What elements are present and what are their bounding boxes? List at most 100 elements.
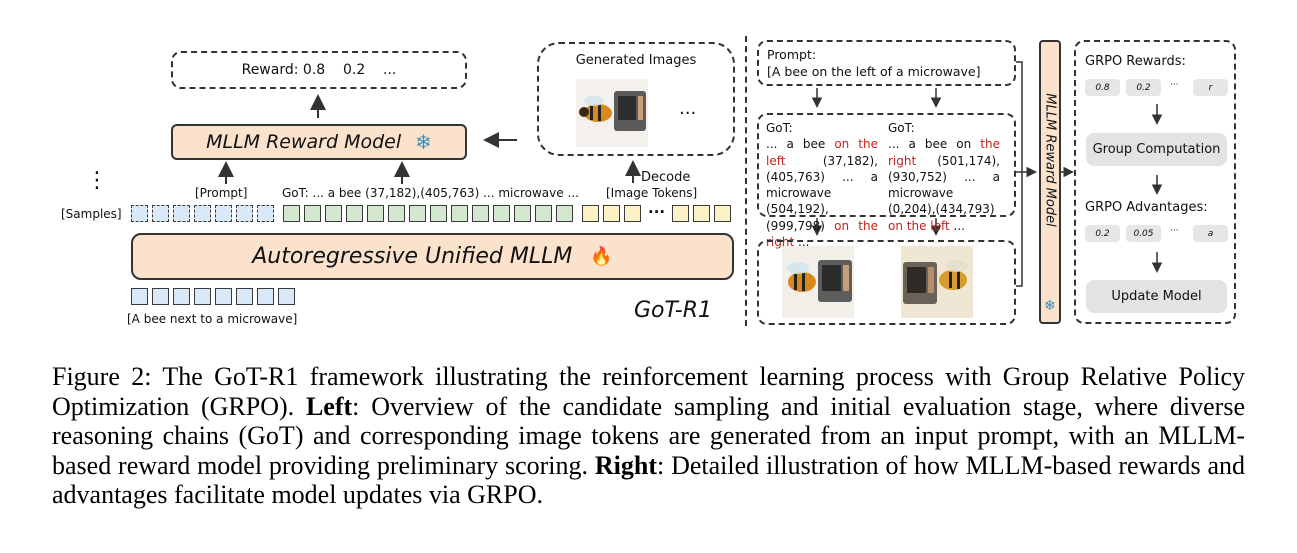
got-token: [451, 205, 468, 222]
got-text: (501,174),(930,752) ... a microwave (0,2…: [888, 153, 1000, 217]
got-text: ...: [949, 218, 965, 233]
brand-label: GoT-R1: [634, 298, 713, 323]
reward-chip: 0.8: [1085, 79, 1120, 96]
figure-caption: Figure 2: The GoT-R1 framework illustrat…: [52, 362, 1245, 510]
got-highlight: on the right: [766, 218, 878, 250]
got-title: GoT:: [888, 121, 915, 135]
grpo-advantages-title: GRPO Advantages:: [1085, 200, 1208, 215]
got-token: [493, 205, 510, 222]
reward-box: Reward: 0.8 0.2 ...: [171, 51, 467, 89]
prompt-label: Prompt:: [767, 47, 817, 62]
input-token: [131, 288, 148, 305]
prompt-token: [236, 205, 253, 222]
got-highlight: the right: [888, 137, 1000, 168]
autoregressive-mllm: Autoregressive Unified MLLM 🔥: [131, 233, 734, 280]
reward-model-vertical-label: MLLM Reward Model: [1042, 93, 1058, 227]
advantage-ellipsis: ···: [1170, 226, 1179, 236]
panel-divider: [745, 36, 747, 326]
got-token: [535, 205, 552, 222]
prompt-token: [194, 205, 211, 222]
got-token: [472, 205, 489, 222]
reward-ellipsis: ···: [1170, 80, 1179, 90]
input-token: [215, 288, 232, 305]
image-token: [714, 205, 731, 222]
got-token: [409, 205, 426, 222]
got-token: [388, 205, 405, 222]
got-token: [556, 205, 573, 222]
input-token: [257, 288, 274, 305]
mllm-reward-model-vertical: MLLM Reward Model ❄: [1039, 40, 1061, 324]
got-highlight: on the left: [888, 218, 950, 233]
prompt-token: [257, 205, 274, 222]
got-text: ... a bee on: [888, 137, 981, 152]
got-token: [304, 205, 321, 222]
bee-right-microwave-image: [901, 246, 973, 318]
caption-right-text: : Detailed illustration of how MLLM-base…: [52, 450, 1245, 510]
fire-icon: 🔥: [590, 246, 613, 267]
got-chain-2: GoT: ... a bee on the right (501,174),(9…: [888, 120, 1000, 234]
caption-right-bold: Right: [594, 450, 657, 480]
reward-chip: r: [1193, 79, 1228, 96]
prompt-token: [215, 205, 232, 222]
caption-left-bold: Left: [305, 391, 353, 421]
input-prompt-label: [A bee next to a microwave]: [127, 312, 298, 326]
token-dots: ···: [648, 203, 666, 221]
vertical-dots: ⋮: [86, 168, 108, 193]
samples-label: [Samples]: [61, 207, 122, 221]
got-chain-1: GoT: ... a bee on the left (37,182),(405…: [766, 120, 878, 250]
got-text: ... a bee: [766, 137, 835, 152]
got-token: [430, 205, 447, 222]
mllm-reward-model: MLLM Reward Model ❄: [171, 124, 467, 160]
image-token: [624, 205, 641, 222]
prompt-box: Prompt: [A bee on the left of a microwav…: [757, 40, 1016, 86]
generated-images-box: Generated Images ...: [537, 42, 735, 156]
group-computation-button[interactable]: Group Computation: [1086, 133, 1227, 166]
caption-left-text: : Overview of the candidate sampling and…: [52, 391, 1246, 480]
image-token: [693, 205, 710, 222]
got-text: ...: [794, 235, 810, 250]
advantage-chip: 0.2: [1085, 225, 1120, 242]
mllm-label: Autoregressive Unified MLLM: [252, 244, 573, 269]
got-chains-box: [757, 113, 1016, 217]
input-token: [278, 288, 295, 305]
reward-chip: 0.2: [1126, 79, 1161, 96]
caption-intro: Figure 2: The GoT-R1 framework illustrat…: [52, 362, 1245, 421]
left-arrows: [218, 94, 641, 184]
generated-images-title: Generated Images: [575, 53, 697, 68]
update-model-button[interactable]: Update Model: [1086, 280, 1227, 313]
image-tokens-tag: [Image Tokens]: [606, 186, 698, 200]
snowflake-icon: ❄: [415, 130, 432, 154]
generated-pair-box: [757, 240, 1016, 325]
input-token: [194, 288, 211, 305]
grpo-box: [1074, 40, 1236, 324]
got-token: [514, 205, 531, 222]
bee-microwave-image: [576, 79, 648, 147]
input-token: [236, 288, 253, 305]
got-highlight: on the left: [766, 137, 878, 168]
bee-left-microwave-image: [782, 246, 854, 318]
got-tag: GoT: ... a bee (37,182),(405,763) ... mi…: [282, 186, 579, 200]
image-token: [603, 205, 620, 222]
prompt-token: [131, 205, 148, 222]
image-token: [672, 205, 689, 222]
reward-model-label: MLLM Reward Model: [206, 131, 402, 153]
image-token: [582, 205, 599, 222]
got-text: (37,182),(405,763) ... a microwave (504,…: [766, 153, 878, 233]
advantage-chip: 0.05: [1126, 225, 1161, 242]
more-images-ellipsis: ...: [679, 98, 697, 119]
got-token: [367, 205, 384, 222]
got-title: GoT:: [766, 121, 793, 135]
snowflake-icon: ❄: [1044, 298, 1056, 314]
got-token: [346, 205, 363, 222]
got-token: [325, 205, 342, 222]
reward-values: Reward: 0.8 0.2 ...: [241, 62, 397, 78]
got-token: [283, 205, 300, 222]
input-token: [152, 288, 169, 305]
decode-label: Decode: [641, 170, 691, 185]
grpo-rewards-title: GRPO Rewards:: [1085, 54, 1186, 69]
right-arrows: [811, 61, 1163, 287]
prompt-token: [173, 205, 190, 222]
advantage-chip: a: [1193, 225, 1228, 242]
prompt-tag: [Prompt]: [195, 186, 248, 200]
prompt-text: [A bee on the left of a microwave]: [767, 64, 981, 79]
